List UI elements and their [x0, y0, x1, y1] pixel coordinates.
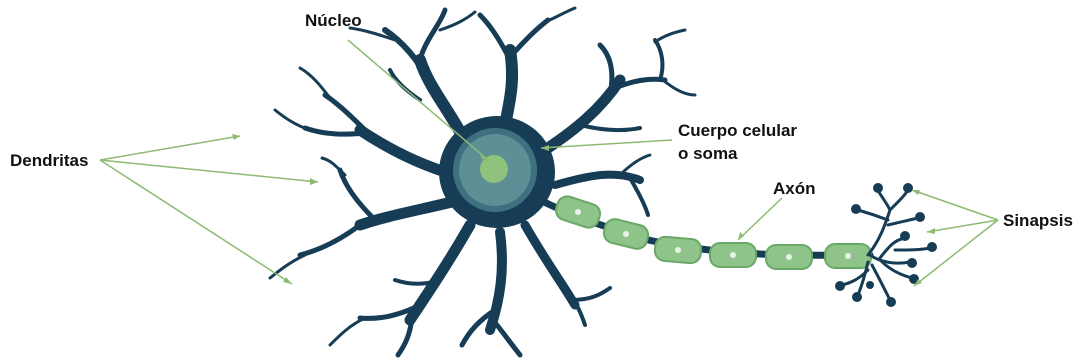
label-dendritas: Dendritas [10, 150, 88, 172]
pointer-sinapsis-3 [914, 220, 998, 286]
pointer-dendritas-3 [100, 160, 292, 284]
label-sinapsis: Sinapsis [1003, 210, 1073, 232]
pointer-axon [738, 198, 782, 240]
label-cuerpo-celular: Cuerpo celular [678, 120, 797, 142]
pointer-dendritas-1 [100, 136, 240, 160]
pointer-sinapsis-1 [912, 190, 998, 220]
pointer-sinapsis-2 [927, 220, 998, 232]
label-nucleo: Núcleo [305, 10, 362, 32]
pointer-dendritas-2 [100, 160, 318, 182]
label-o-soma: o soma [678, 143, 738, 165]
label-axon: Axón [773, 178, 816, 200]
